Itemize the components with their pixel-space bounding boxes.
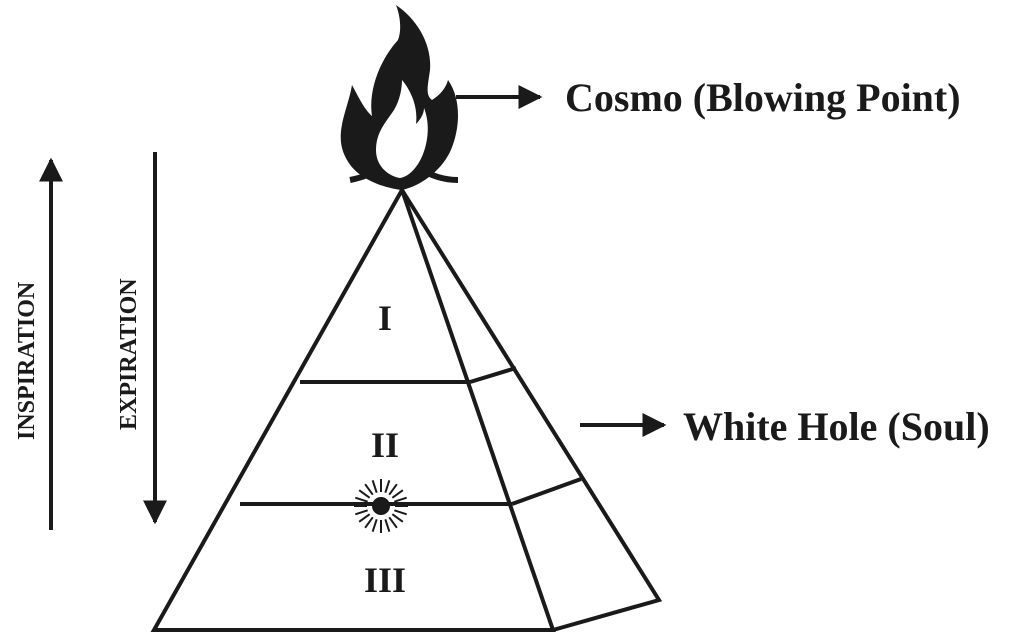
sun-ray (355, 509, 368, 516)
side-divider-upper (469, 366, 517, 384)
sun-ray (358, 513, 371, 523)
sun-ray (388, 483, 398, 496)
flame-icon (340, 5, 459, 190)
radiant-point-icon (354, 479, 408, 533)
sun-ray (388, 516, 398, 529)
pyramid (150, 185, 663, 632)
cosmo-label: Cosmo (Blowing Point) (565, 75, 961, 120)
sun-ray (371, 519, 378, 532)
sun-ray (391, 513, 404, 523)
sun-ray (384, 480, 391, 493)
sun-ray (394, 509, 407, 516)
expiration-label: EXPIRATION (116, 278, 142, 430)
pyramid-side-face (400, 188, 663, 632)
level-label-1: I (378, 298, 392, 338)
inspiration-label: INSPIRATION (14, 281, 40, 440)
sun-ray (364, 483, 374, 496)
white-hole-label: White Hole (Soul) (683, 404, 990, 449)
level-label-3: III (364, 560, 406, 600)
side-divider-lower (511, 477, 582, 506)
sun-ray (394, 496, 407, 503)
sun-ray (391, 489, 404, 499)
sun-ray (384, 519, 391, 532)
sun-ray (364, 516, 374, 529)
sun-ray (358, 489, 371, 499)
sun-ray (371, 480, 378, 493)
pyramid-front-face (150, 185, 556, 632)
level-label-2: II (371, 425, 399, 465)
sun-ray (355, 496, 368, 503)
